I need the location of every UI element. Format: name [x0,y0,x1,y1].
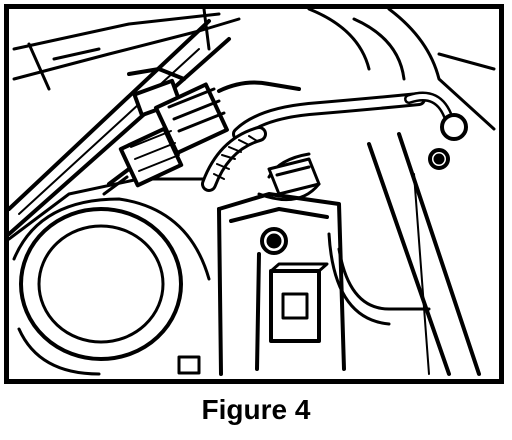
figure-caption: Figure 4 [201,394,311,425]
hood-panel [307,9,496,131]
round-housing [12,197,211,376]
mounting-tab [177,355,201,375]
mount-bolt [260,227,288,255]
square-nut [269,262,329,343]
frame-rail [9,19,231,241]
electrical-connector [102,67,301,196]
line-drawing-engine-bay [9,9,496,376]
battery-terminal [404,91,468,170]
side-rails [327,132,481,376]
upper-panel [12,9,241,91]
bracket-plate [217,192,346,376]
figure-frame [4,4,504,384]
harness-clip [267,157,321,196]
wiring-harness [201,92,426,202]
